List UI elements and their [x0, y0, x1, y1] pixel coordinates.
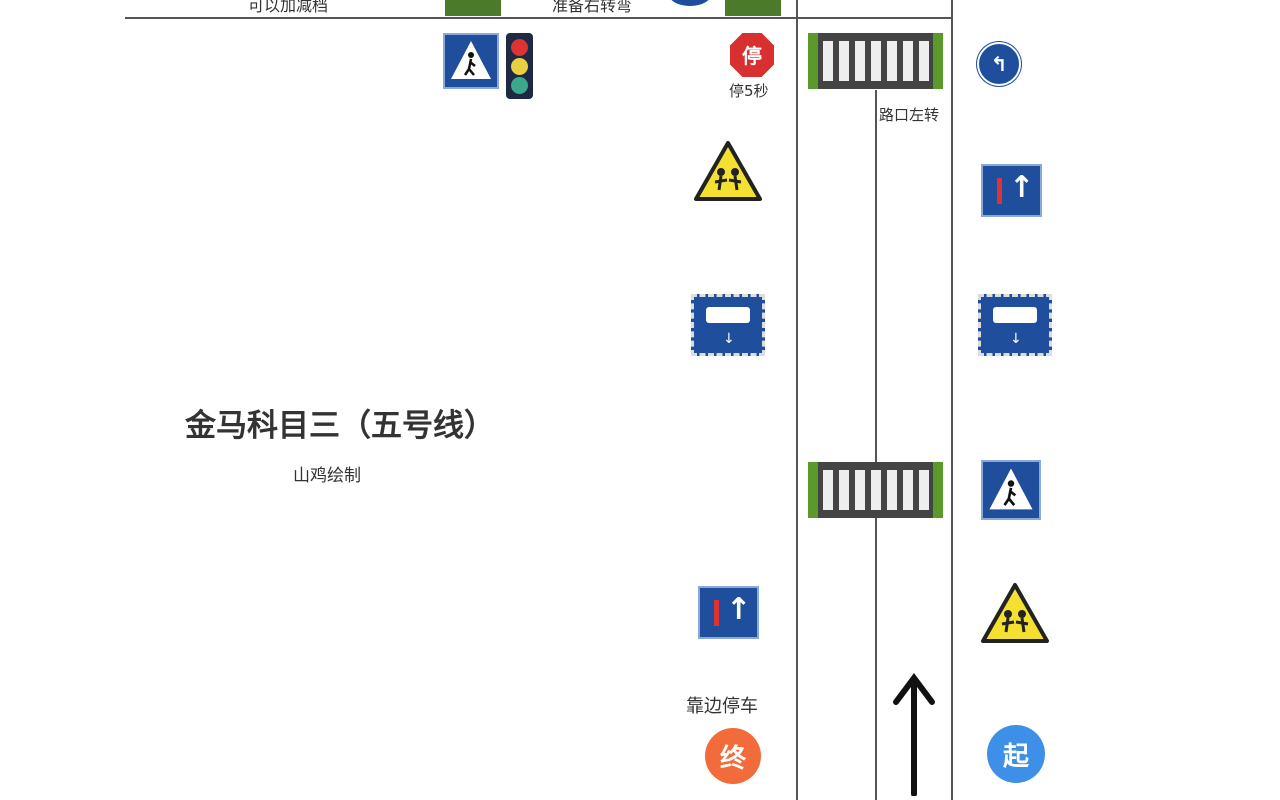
stop-sign-icon: 停 — [728, 31, 776, 79]
left-turn-label: 路口左转 — [879, 106, 940, 124]
crosswalk-partial — [725, 0, 781, 16]
straight-arrow-icon — [892, 672, 936, 800]
bus-lane-sign-icon: ↓ — [978, 294, 1052, 356]
priority-oncoming-sign-icon: ↑ — [698, 586, 759, 639]
pedestrian-crossing-sign-icon — [981, 460, 1041, 520]
pedestrian-crossing-sign-icon — [443, 33, 499, 89]
road-edge-right — [951, 0, 953, 800]
top-road-edge — [125, 17, 952, 19]
stop-duration-label: 停5秒 — [729, 82, 769, 100]
left-turn-sign-icon: ↰ — [977, 42, 1021, 86]
gear-change-label: 可以加减档 — [248, 0, 329, 15]
road-edge-left — [796, 0, 798, 800]
page-title: 金马科目三（五号线） — [185, 408, 495, 444]
road-center-line — [875, 90, 877, 800]
crosswalk-top — [808, 33, 943, 89]
svg-text:停: 停 — [742, 44, 762, 68]
pull-over-label: 靠边停车 — [686, 696, 758, 717]
traffic-light-icon — [506, 33, 533, 99]
crosswalk-bottom — [808, 462, 943, 518]
round-sign-partial-icon — [668, 0, 712, 6]
bus-lane-sign-icon: ↓ — [691, 294, 765, 356]
end-marker: 终 — [705, 728, 761, 784]
right-turn-label: 准备右转弯 — [552, 0, 633, 15]
children-warning-sign-icon — [693, 140, 763, 206]
children-warning-sign-icon — [980, 582, 1050, 648]
start-marker: 起 — [987, 725, 1045, 783]
author-label: 山鸡绘制 — [293, 466, 361, 486]
priority-oncoming-sign-icon: ↑ — [981, 164, 1042, 217]
crosswalk-partial — [445, 0, 501, 16]
